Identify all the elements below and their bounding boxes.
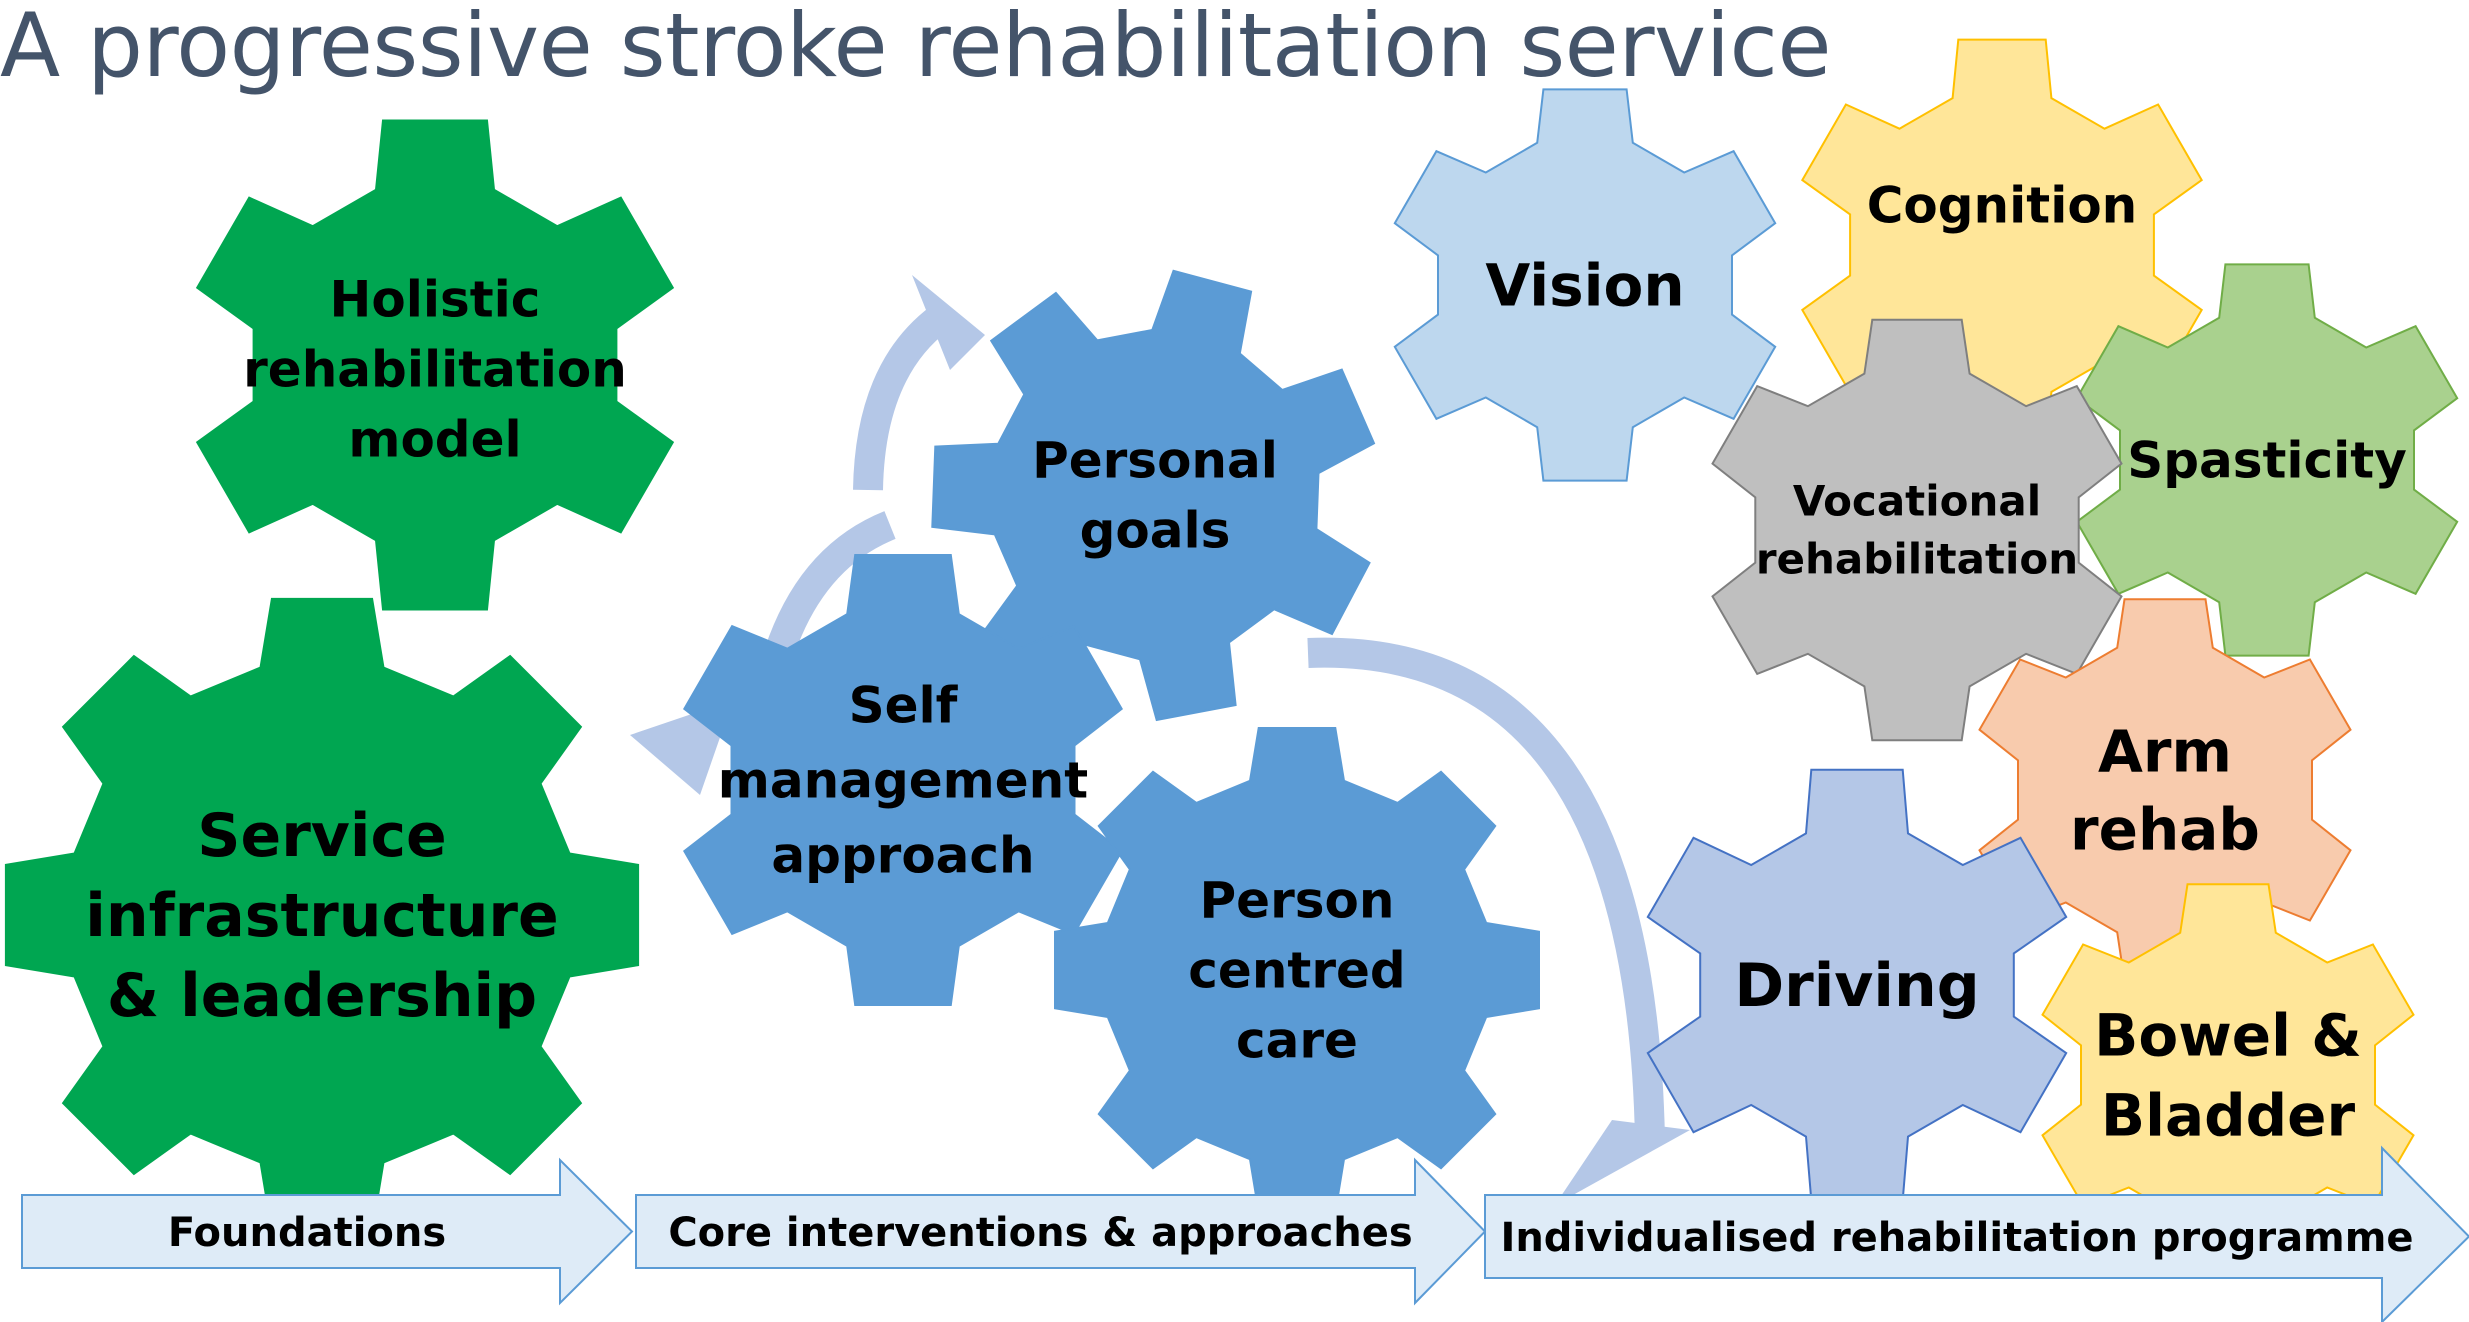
phase-arrow-core-label: Core interventions & approaches: [668, 1210, 1412, 1256]
gear-spasticity-shape: [2075, 263, 2459, 657]
gear-holistic-label: rehabilitation: [243, 341, 627, 399]
phase-arrow-individualised-shape: [1484, 1145, 2469, 1322]
gear-service: Service infrastructure & leadership: [4, 597, 640, 1233]
gear-goals: Personal goals: [931, 269, 1376, 722]
gear-pcc-label: centred: [1188, 942, 1405, 1000]
gear-pcc-shape: [1054, 727, 1540, 1213]
gear-pcc-label: Person: [1200, 872, 1395, 930]
gear-vision-label: Vision: [1485, 251, 1684, 319]
gear-selfmgmt-label: Self: [849, 677, 959, 735]
gear-bowel-label: Bladder: [2101, 1081, 2356, 1149]
gear-arm-label: Arm: [2098, 717, 2232, 785]
gear-selfmgmt-label: approach: [771, 827, 1034, 885]
gear-vocational-label: Vocational: [1793, 477, 2041, 526]
gear-vocational-shape: [1711, 318, 2123, 742]
gear-driving: Driving: [1646, 768, 2068, 1202]
gear-pcc: Person centred care: [1054, 727, 1540, 1213]
gear-holistic: Holistic rehabilitation model: [195, 119, 675, 611]
cycle-arrow-right-shaft: [1307, 637, 1665, 1141]
phase-arrow-individualised-label: Individualised rehabilitation programme: [1500, 1215, 2413, 1261]
gear-holistic-shape: [195, 119, 675, 611]
gear-goals-label: Personal: [1032, 432, 1278, 490]
gear-spasticity: Spasticity: [2075, 263, 2459, 657]
gear-selfmgmt: Self management approach: [682, 554, 1124, 1006]
gear-selfmgmt-label: management: [718, 752, 1088, 810]
gear-holistic-label: model: [348, 411, 521, 469]
gear-service-shape: [4, 597, 640, 1233]
cycle-arrow-top-head: [912, 275, 985, 370]
gear-driving-label: Driving: [1734, 951, 1979, 1021]
gear-goals-label: goals: [1080, 502, 1231, 560]
phase-arrow-foundations-label: Foundations: [168, 1210, 446, 1256]
page-title: A progressive stroke rehabilitation serv…: [0, 0, 1832, 97]
phase-arrow-core-shape: [635, 1157, 1487, 1306]
gear-cognition-label: Cognition: [1867, 177, 2138, 235]
phase-arrow-individualised: Individualised rehabilitation programme: [1484, 1145, 2469, 1322]
cycle-arrow-top-shaft: [853, 305, 950, 491]
phase-arrow-foundations-shape: [21, 1157, 634, 1306]
gear-vision-shape: [1393, 88, 1777, 482]
gear-driving-shape: [1646, 768, 2068, 1202]
gear-service-label: & leadership: [107, 961, 537, 1031]
gear-vision: Vision: [1393, 88, 1777, 482]
gear-spasticity-label: Spasticity: [2127, 432, 2407, 490]
gear-arm-label: rehab: [2070, 795, 2260, 863]
gear-vocational: Vocational rehabilitation: [1711, 318, 2123, 742]
gear-vocational-label: rehabilitation: [1756, 535, 2078, 584]
gear-goals-shape: [931, 269, 1376, 722]
phase-arrow-core: Core interventions & approaches: [635, 1157, 1487, 1306]
gear-service-label: infrastructure: [85, 881, 558, 951]
gear-pcc-label: care: [1236, 1012, 1358, 1070]
phase-arrow-foundations: Foundations: [21, 1157, 634, 1306]
gear-selfmgmt-shape: [682, 554, 1124, 1006]
gear-service-label: Service: [197, 801, 446, 871]
gear-bowel-label: Bowel &: [2094, 1001, 2362, 1069]
gear-holistic-label: Holistic: [330, 271, 541, 329]
cycle-arrow-right-head: [1555, 1120, 1690, 1205]
